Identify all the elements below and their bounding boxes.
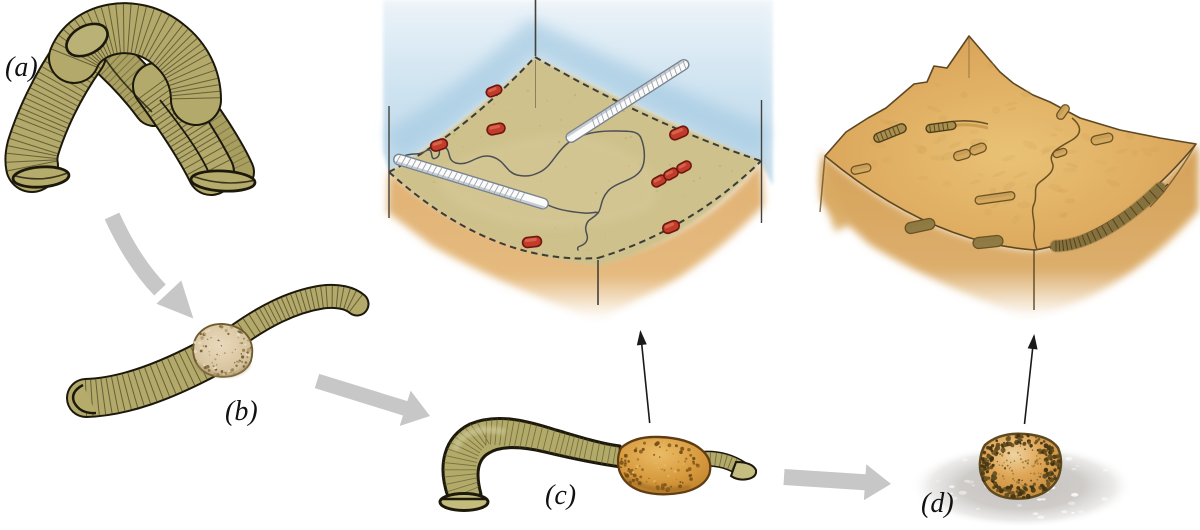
svg-text:(d): (d) xyxy=(921,488,954,519)
svg-text:(a): (a) xyxy=(5,52,38,83)
svg-text:(b): (b) xyxy=(225,396,258,427)
svg-text:(c): (c) xyxy=(545,480,576,511)
